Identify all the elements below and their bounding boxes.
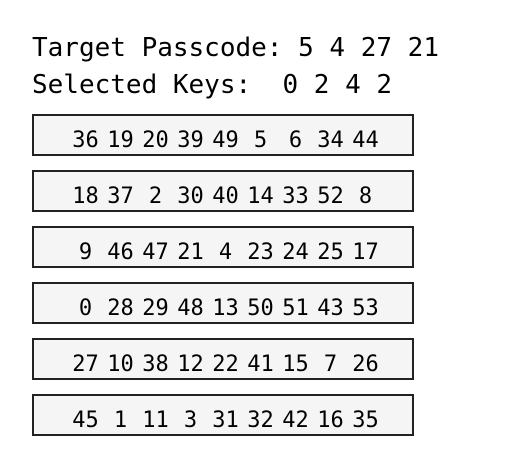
key: 27 (72, 352, 99, 377)
key: 41 (247, 352, 274, 377)
key: 12 (177, 352, 204, 377)
key: 14 (247, 184, 274, 209)
key: 46 (107, 240, 134, 265)
key: 5 (253, 128, 268, 153)
key: 32 (247, 408, 274, 433)
key: 51 (282, 296, 309, 321)
selected-keys-label: Selected Keys: (32, 70, 283, 100)
key: 0 (78, 296, 93, 321)
key: 19 (107, 128, 134, 153)
key: 10 (107, 352, 134, 377)
target-passcode-label: Target Passcode: (32, 33, 299, 63)
key: 8 (358, 184, 373, 209)
key: 22 (212, 352, 239, 377)
key: 16 (317, 408, 344, 433)
key: 2 (148, 184, 163, 209)
key: 25 (317, 240, 344, 265)
keypad-row-3[interactable]: 0 28 29 48 13 50 51 43 53 (32, 282, 414, 324)
key: 47 (142, 240, 169, 265)
key: 33 (282, 184, 309, 209)
key: 13 (212, 296, 239, 321)
keypad-row-2-keys: 9 46 47 21 4 23 24 25 17 (68, 236, 383, 265)
key: 18 (72, 184, 99, 209)
target-passcode-line: Target Passcode: 5 4 27 21 (32, 33, 439, 63)
key: 48 (177, 296, 204, 321)
key: 26 (352, 352, 379, 377)
keypad-row-1-keys: 18 37 2 30 40 14 33 52 8 (68, 180, 383, 209)
key: 53 (352, 296, 379, 321)
key: 15 (282, 352, 309, 377)
key: 44 (352, 128, 379, 153)
keypad-row-1[interactable]: 18 37 2 30 40 14 33 52 8 (32, 170, 414, 212)
key: 38 (142, 352, 169, 377)
key: 35 (352, 408, 379, 433)
keypad-row-3-keys: 0 28 29 48 13 50 51 43 53 (68, 292, 383, 321)
key: 6 (288, 128, 303, 153)
key: 50 (247, 296, 274, 321)
key: 23 (247, 240, 274, 265)
selected-keys-line: Selected Keys: 0 2 4 2 (32, 70, 392, 100)
key: 4 (218, 240, 233, 265)
key: 17 (352, 240, 379, 265)
key: 43 (317, 296, 344, 321)
key: 39 (177, 128, 204, 153)
key: 30 (177, 184, 204, 209)
key: 28 (107, 296, 134, 321)
key: 40 (212, 184, 239, 209)
selected-keys-value: 0 2 4 2 (282, 70, 393, 100)
key: 42 (282, 408, 309, 433)
key: 52 (317, 184, 344, 209)
key: 21 (177, 240, 204, 265)
key: 45 (72, 408, 99, 433)
key: 29 (142, 296, 169, 321)
key: 20 (142, 128, 169, 153)
key: 11 (142, 408, 169, 433)
key: 7 (323, 352, 338, 377)
keypad-row-4[interactable]: 27 10 38 12 22 41 15 7 26 (32, 338, 414, 380)
key: 49 (212, 128, 239, 153)
key: 3 (183, 408, 198, 433)
target-passcode-value: 5 4 27 21 (298, 33, 439, 63)
keypad-row-2[interactable]: 9 46 47 21 4 23 24 25 17 (32, 226, 414, 268)
key: 37 (107, 184, 134, 209)
key: 31 (212, 408, 239, 433)
key: 34 (317, 128, 344, 153)
key: 1 (113, 408, 128, 433)
key: 24 (282, 240, 309, 265)
key: 9 (78, 240, 93, 265)
keypad-row-4-keys: 27 10 38 12 22 41 15 7 26 (68, 348, 383, 377)
key: 36 (72, 128, 99, 153)
